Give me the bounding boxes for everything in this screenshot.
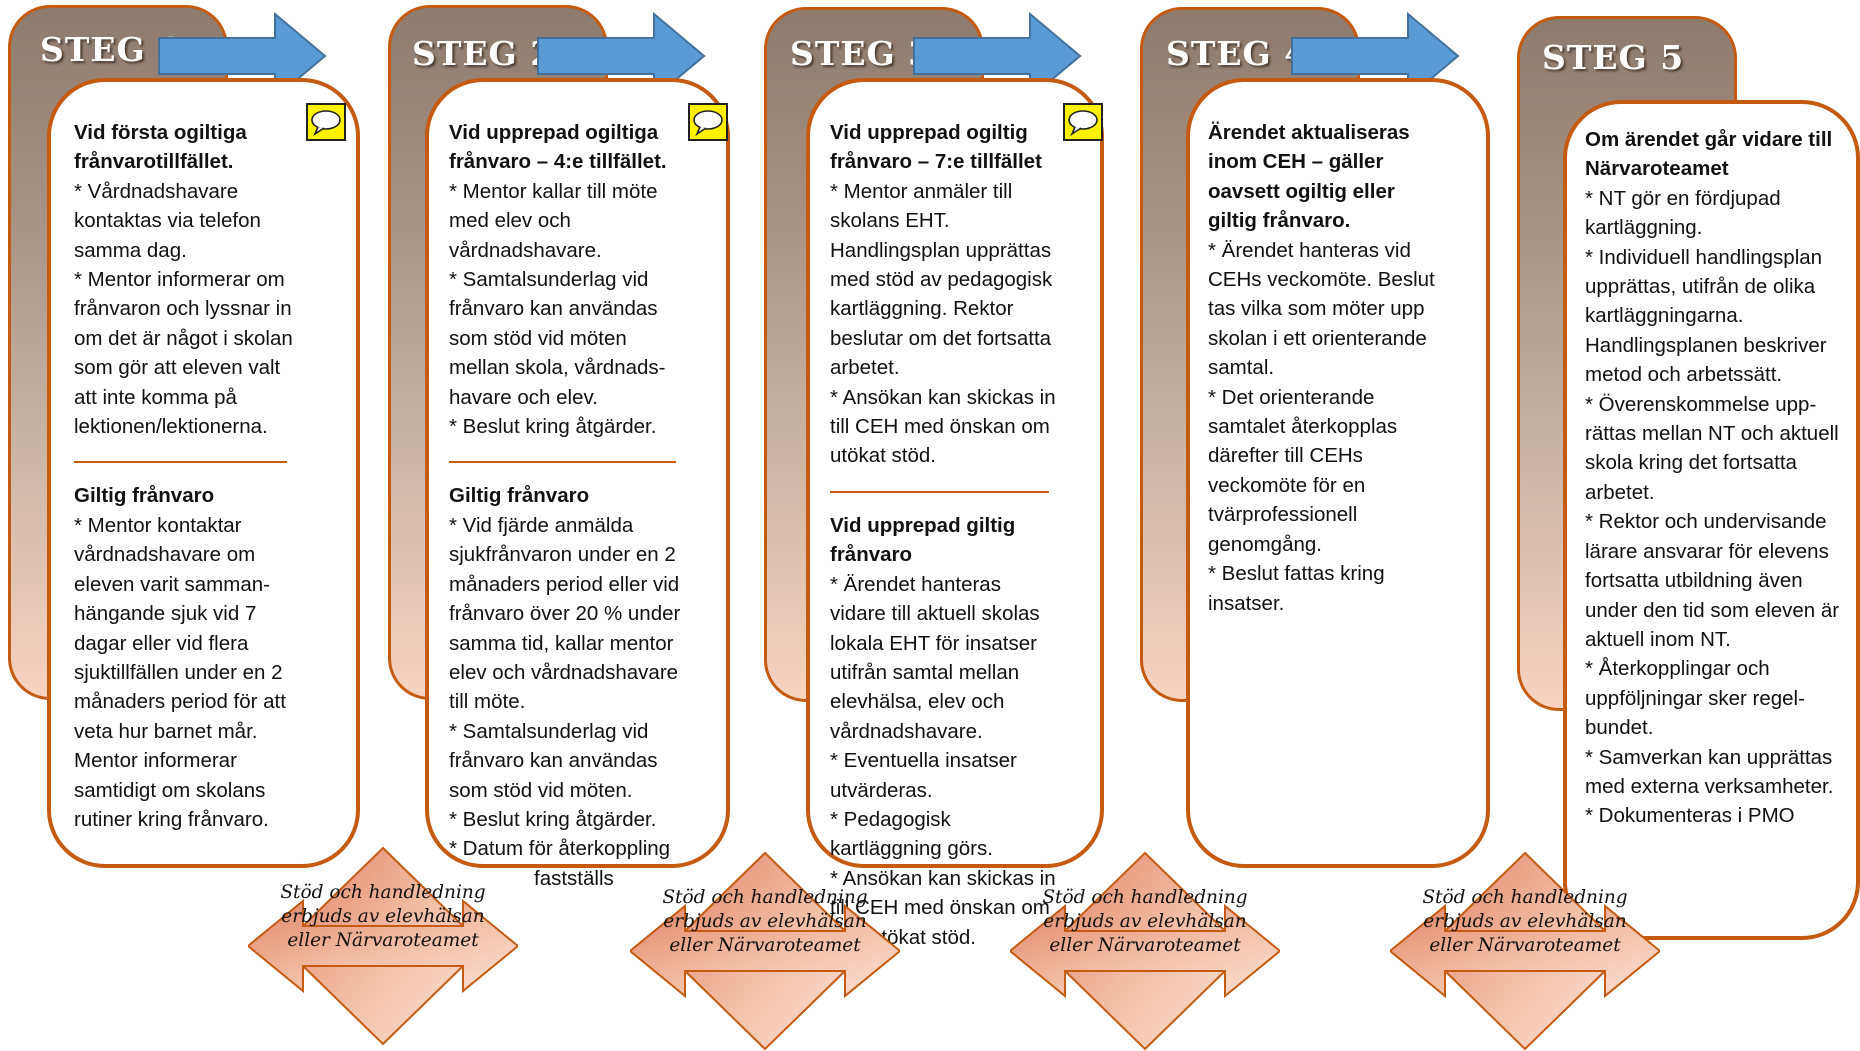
step-3-heading: Vid upprepad ogiltig frånvaro – 7:e till…: [830, 121, 1042, 174]
support-text-4: Stöd och handledning erbjuds av elevhäls…: [1422, 887, 1628, 956]
step-2-item: fastställs: [534, 866, 614, 890]
step-3-item: * Ansökan kan skickas in till CEH med ön…: [830, 866, 1056, 920]
step-3-item: * Pedagogisk kartläggning görs.: [830, 807, 993, 861]
step-4-item: * Det orienterande samtalet återkopplas …: [1208, 385, 1398, 556]
step-5-item: * Individuell handlingsplan upprättas, u…: [1585, 245, 1827, 387]
step-3-item: * Eventuella insatser utvärderas.: [830, 749, 1017, 802]
step-3-divider: [830, 490, 1049, 493]
step-1-heading: Giltig frånvaro: [74, 484, 215, 508]
step-2-heading: Giltig frånvaro: [449, 484, 590, 508]
step-2-content: Vid upprepad ogiltiga frånvaro – 4:e til…: [449, 118, 685, 893]
step-4-heading: Ärendet aktualiseras inom CEH – gäller o…: [1208, 121, 1410, 233]
step-4-item: * Beslut fattas kring insatser.: [1208, 562, 1385, 615]
step-1-item: * Vårdnadshavare kontaktas via telefon s…: [74, 179, 261, 262]
step-4-card: [1186, 78, 1490, 868]
step-2-divider: [449, 461, 676, 464]
step-3-heading: Vid upprepad giltig frånvaro: [830, 513, 1016, 567]
step-3-item: * Ansökan kan skickas in till CEH med ön…: [830, 385, 1056, 468]
step-1-label: STEG 1: [40, 30, 183, 69]
step-3-arrow: [913, 11, 1082, 101]
step-2-item: * Beslut kring åtgärder.: [449, 415, 657, 439]
step-5-heading: Om ärendet går vidare till Närvaroteamet: [1585, 128, 1833, 181]
step-2-arrow: [537, 11, 706, 101]
step-5-item: * Rektor och undervisande lärare ansvara…: [1585, 510, 1840, 651]
step-1-comment-icon[interactable]: [306, 103, 346, 141]
step-2-item: * Samtalsunderlag vid frånvaro kan använ…: [449, 268, 666, 409]
support-text-1: Stöd och handledning erbjuds av elevhäls…: [280, 882, 486, 951]
step-4-content: Ärendet aktualiseras inom CEH – gäller o…: [1208, 118, 1446, 618]
step-1-item: * Mentor kontaktar vårdnadshavare om ele…: [74, 513, 286, 831]
step-3-item: * Ärendet hanteras vidare till aktuell s…: [830, 572, 1040, 743]
step-3-content: Vid upprepad ogiltig frånvaro – 7:e till…: [830, 118, 1058, 952]
step-1-item: * Mentor informerar om frånvaron och lys…: [74, 268, 293, 439]
step-3-label: STEG 3: [790, 34, 933, 73]
step-2-item: * Beslut kring åtgärder.: [449, 807, 657, 831]
support-text-3: Stöd och handledning erbjuds av elevhäls…: [1042, 887, 1248, 956]
step-2-card: [425, 78, 730, 868]
step-3-comment-icon[interactable]: [1063, 103, 1103, 141]
support-double-arrow-1: [248, 846, 518, 1046]
step-1-heading: Vid första ogiltiga frånvarotillfället.: [74, 121, 247, 174]
step-5-item: * Återkopplingar och uppföljningar sker …: [1585, 657, 1805, 740]
step-2-item: * Datum för återkoppling: [449, 837, 671, 861]
step-1-card: [47, 78, 360, 868]
step-5-item: * Dokumenteras i PMO: [1585, 804, 1795, 828]
step-2-label: STEG 2: [412, 34, 555, 73]
step-3-item: Handlingsplan upprättas med stöd av peda…: [830, 238, 1053, 380]
support-text-2: Stöd och handledning erbjuds av elevhäls…: [662, 887, 868, 956]
step-2-heading: Vid upprepad ogiltiga frånvaro – 4:e til…: [449, 121, 667, 174]
step-5-item: * Överenskommelse upp-rättas mellan NT o…: [1585, 392, 1839, 504]
step-5-card: [1563, 100, 1860, 940]
step-2-item: * Vid fjärde anmälda sjukfrånvaron under…: [449, 513, 681, 714]
step-3-item: utökat stöd.: [870, 925, 976, 949]
step-1-arrow: [158, 11, 327, 101]
step-3-card: [806, 78, 1104, 868]
step-4-arrow: [1291, 11, 1460, 101]
step-2-item: * Samtalsunderlag vid frånvaro kan använ…: [449, 719, 658, 802]
step-1-divider: [74, 461, 288, 464]
step-4-label: STEG 4: [1166, 34, 1309, 73]
step-5-content: Om ärendet går vidare till Närvaroteamet…: [1585, 125, 1853, 831]
step-3-item: * Mentor anmäler till skolans EHT.: [830, 179, 1013, 233]
step-4-item: * Ärendet hanteras vid CEHs veckomöte. B…: [1208, 238, 1435, 380]
step-1-content: Vid första ogiltiga frånvarotillfället.*…: [74, 118, 296, 834]
step-5-item: * Samverkan kan upprättas med externa ve…: [1585, 745, 1834, 798]
step-5-label: STEG 5: [1542, 38, 1685, 77]
step-2-comment-icon[interactable]: [688, 103, 728, 141]
step-2-item: * Mentor kallar till möte med elev och v…: [449, 179, 658, 262]
step-5-item: * NT gör en fördjupad kartläggning.: [1585, 186, 1781, 240]
support-double-arrow-2: [630, 851, 900, 1051]
